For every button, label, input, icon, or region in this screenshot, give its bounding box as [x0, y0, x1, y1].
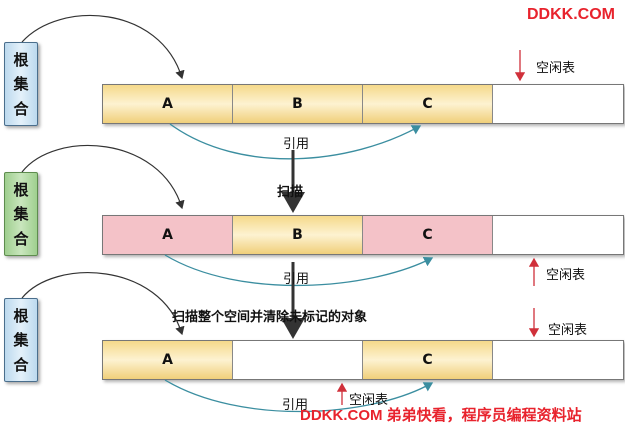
- root-to-a-arrow-2: [21, 145, 185, 210]
- root-char: 根: [13, 50, 29, 69]
- heap-row-1: A B C: [102, 84, 624, 124]
- root-to-a-arrow-1: [21, 15, 185, 80]
- object-c: C: [363, 341, 493, 379]
- object-c: C: [363, 216, 493, 254]
- object-a: A: [103, 216, 233, 254]
- heap-row-3: A C: [102, 340, 624, 380]
- root-char: 合: [13, 100, 29, 119]
- free-space: [493, 341, 623, 379]
- reference-label: 引用: [283, 272, 310, 287]
- object-c: C: [363, 85, 493, 123]
- reference-label: 引用: [282, 398, 309, 413]
- ref-a-to-c-arrow-2: [164, 254, 434, 287]
- root-char: 根: [13, 306, 29, 325]
- watermark-top: DDKK.COM: [527, 6, 615, 23]
- root-char: 合: [13, 230, 29, 249]
- freed-space: [233, 341, 363, 379]
- free-space: [493, 85, 623, 123]
- free-space: [493, 216, 623, 254]
- free-list-label: 空闲表: [536, 61, 576, 76]
- root-char: 根: [13, 180, 29, 199]
- root-char: 集: [13, 205, 29, 224]
- heap-row-2: A B C: [102, 215, 624, 255]
- reference-label: 引用: [283, 137, 310, 152]
- object-b: B: [233, 85, 363, 123]
- root-char: 集: [13, 75, 29, 94]
- object-a: A: [103, 85, 233, 123]
- root-set-box-2: 根 集 合: [4, 172, 38, 256]
- root-to-a-arrow-3: [21, 272, 185, 336]
- free-list-label: 空闲表: [546, 268, 586, 283]
- ref-a-to-c-arrow-3: [164, 379, 434, 413]
- sweep-label: 扫描整个空间并清除未标记的对象: [172, 310, 368, 325]
- free-list-label: 空闲表: [349, 393, 389, 408]
- ref-a-to-c-arrow-1: [169, 123, 422, 160]
- object-a: A: [103, 341, 233, 379]
- free-list-label: 空闲表: [548, 323, 588, 338]
- root-set-box-3: 根 集 合: [4, 298, 38, 382]
- root-set-box-1: 根 集 合: [4, 42, 38, 126]
- object-b: B: [233, 216, 363, 254]
- root-char: 合: [13, 356, 29, 375]
- root-char: 集: [13, 331, 29, 350]
- watermark-bottom: DDKK.COM 弟弟快看，程序员编程资料站: [300, 407, 582, 424]
- scan-label: 扫描: [277, 185, 304, 200]
